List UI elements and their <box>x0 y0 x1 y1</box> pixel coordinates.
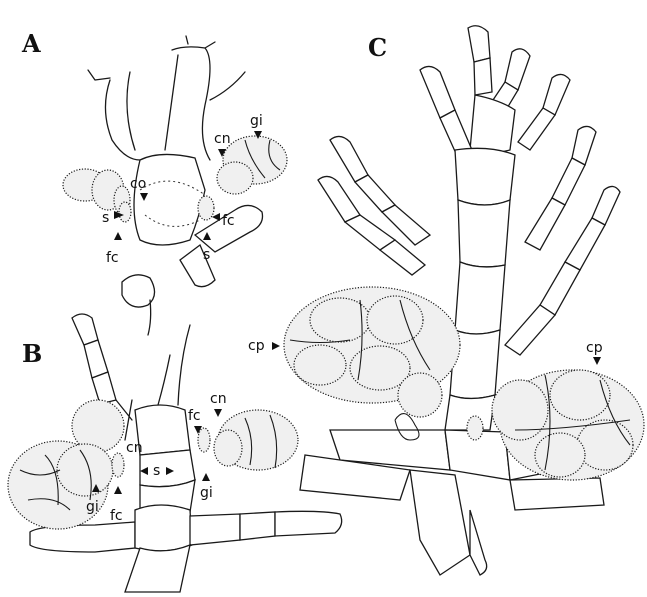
arrow-b-gi-right <box>202 473 210 481</box>
arrow-c-cp-right <box>593 357 601 365</box>
arrow-a-fc-left <box>114 232 122 240</box>
arrow-b-fc-left <box>114 486 122 494</box>
panel-label-b: B <box>22 339 42 368</box>
label-a-s-right: s <box>203 247 210 263</box>
label-b-fc-left: fc <box>110 508 123 524</box>
label-a-co: co <box>130 176 146 192</box>
label-a-cn: cn <box>214 131 231 147</box>
label-b-fc-right: fc <box>188 408 201 424</box>
label-b-gi-right: gi <box>200 485 213 501</box>
arrow-b-cn <box>214 409 222 417</box>
panel-c-drawing <box>284 26 644 575</box>
arrow-c-cp-left <box>272 342 280 350</box>
label-a-fc-right: fc <box>222 213 235 229</box>
label-c-cp-left: cp <box>248 338 265 354</box>
panel-label-c: C <box>368 33 387 62</box>
label-b-cn: cn <box>210 391 227 407</box>
label-b-gi-left: gi <box>86 499 99 515</box>
panel-label-a: A <box>21 29 41 58</box>
label-a-gi: gi <box>250 113 263 129</box>
label-c-cp-right: cp <box>586 340 603 356</box>
label-b-cn-left: cn <box>126 440 143 456</box>
panel-a-drawing <box>63 36 287 335</box>
label-b-s: s <box>153 463 160 479</box>
label-a-s-left: s <box>102 210 109 226</box>
label-a-fc-left: fc <box>106 250 119 266</box>
